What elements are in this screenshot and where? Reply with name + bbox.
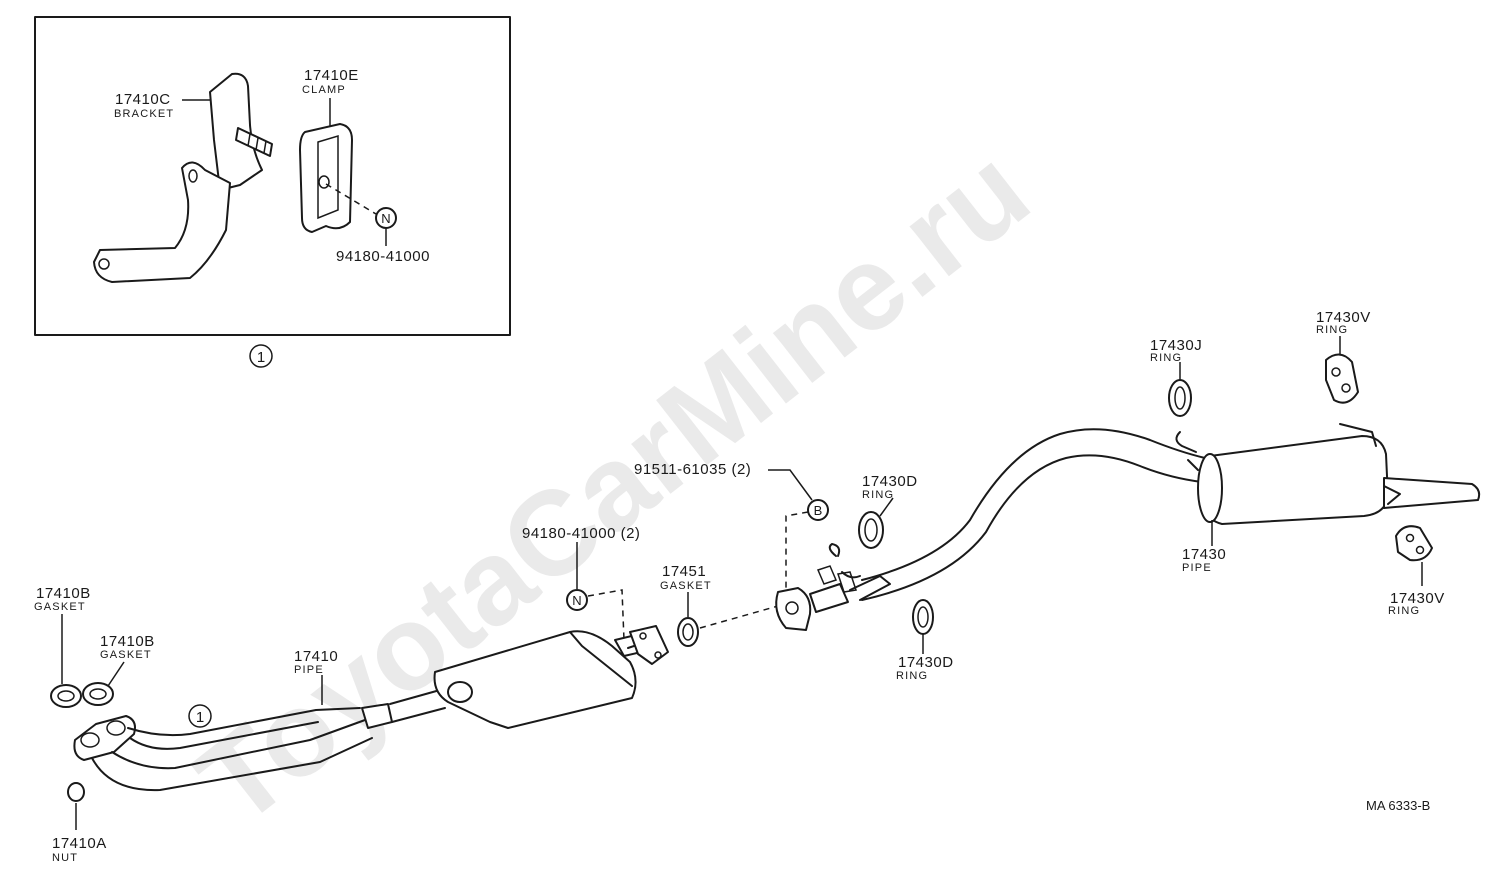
gasket-17410b-1-drawing — [50, 684, 82, 708]
bolt-symbol-circle — [807, 499, 829, 521]
tail-pipe-17430-drawing — [861, 428, 1206, 601]
part-name-gasket-17451: GASKET — [660, 580, 712, 592]
pipe-callout-circle — [188, 704, 212, 728]
part-number-17410c: 17410C — [115, 91, 171, 108]
part-name-ring-d1: RING — [862, 489, 894, 501]
leader-91511 — [768, 469, 813, 501]
leader-clamp-nut — [325, 183, 377, 215]
part-number-17451: 17451 — [662, 563, 706, 580]
nut-symbol-circle-main — [566, 589, 588, 611]
part-name-ring-d2: RING — [896, 670, 928, 682]
leader-bolt-to-flange — [785, 511, 809, 588]
part-number-17430d-2: 17430D — [898, 654, 954, 671]
part-number-17430v-2: 17430V — [1390, 590, 1445, 607]
main-muffler-drawing — [1197, 423, 1481, 525]
figure-code: MA 6333-B — [1366, 798, 1430, 813]
nut-symbol-main: N — [572, 593, 581, 608]
part-number-17410b-2: 17410B — [100, 633, 155, 650]
part-number-17410: 17410 — [294, 648, 338, 665]
nut-symbol: N — [381, 211, 390, 226]
leader-17410b-2 — [107, 661, 125, 687]
gasket-17410b-2-drawing — [82, 682, 114, 706]
rear-flange-drawing — [775, 543, 891, 631]
ring-17430j-drawing — [1168, 379, 1192, 417]
part-number-94180: 94180-41000 (2) — [522, 525, 640, 542]
inset-frame — [34, 16, 511, 336]
part-number-17430d-1: 17430D — [862, 473, 918, 490]
part-name-pipe-17430: PIPE — [1182, 562, 1212, 574]
ring-17430v-1-drawing — [1325, 353, 1359, 404]
nut-17410a-drawing — [67, 782, 85, 802]
leader-17430d-1 — [879, 497, 894, 517]
part-number-17430v-1: 17430V — [1316, 309, 1371, 326]
inset-callout-circle — [249, 344, 273, 368]
gasket-17451-drawing — [677, 617, 699, 647]
part-name-bracket: BRACKET — [114, 108, 174, 120]
part-name-clamp: CLAMP — [302, 84, 346, 96]
part-name-gasket-b2: GASKET — [100, 649, 152, 661]
part-number-17410a: 17410A — [52, 835, 107, 852]
front-pipe-17410-drawing — [73, 689, 446, 792]
part-name-nut: NUT — [52, 852, 78, 864]
bolt-symbol: B — [814, 503, 823, 518]
center-muffler-drawing — [433, 625, 669, 729]
bracket-17410c-drawing — [93, 72, 273, 283]
part-name-ring-v1: RING — [1316, 324, 1348, 336]
part-name-ring-j: RING — [1150, 352, 1182, 364]
part-name-gasket-b1: GASKET — [34, 601, 86, 613]
inset-detail: N 17410C BRACKET 17410E CLAMP 94180-4100… — [34, 16, 511, 336]
part-name-ring-v2: RING — [1388, 605, 1420, 617]
ring-17430d-1-drawing — [858, 511, 884, 549]
part-number-94180-inset: 94180-41000 — [336, 248, 430, 265]
part-number-91511: 91511-61035 (2) — [634, 461, 751, 478]
inset-callout: 1 — [257, 349, 265, 366]
pipe-callout: 1 — [196, 709, 204, 726]
leader-nut-to-flange — [587, 589, 625, 641]
part-number-17430: 17430 — [1182, 546, 1226, 563]
ring-17430v-2-drawing — [1395, 525, 1433, 562]
gasket-alignment-line — [699, 605, 779, 629]
part-name-pipe-17410: PIPE — [294, 664, 324, 676]
part-number-17410e: 17410E — [304, 67, 359, 84]
part-number-17430j: 17430J — [1150, 337, 1202, 354]
clamp-17410e-drawing — [299, 123, 353, 233]
part-number-17410b-1: 17410B — [36, 585, 91, 602]
ring-17430d-2-drawing — [912, 599, 934, 635]
